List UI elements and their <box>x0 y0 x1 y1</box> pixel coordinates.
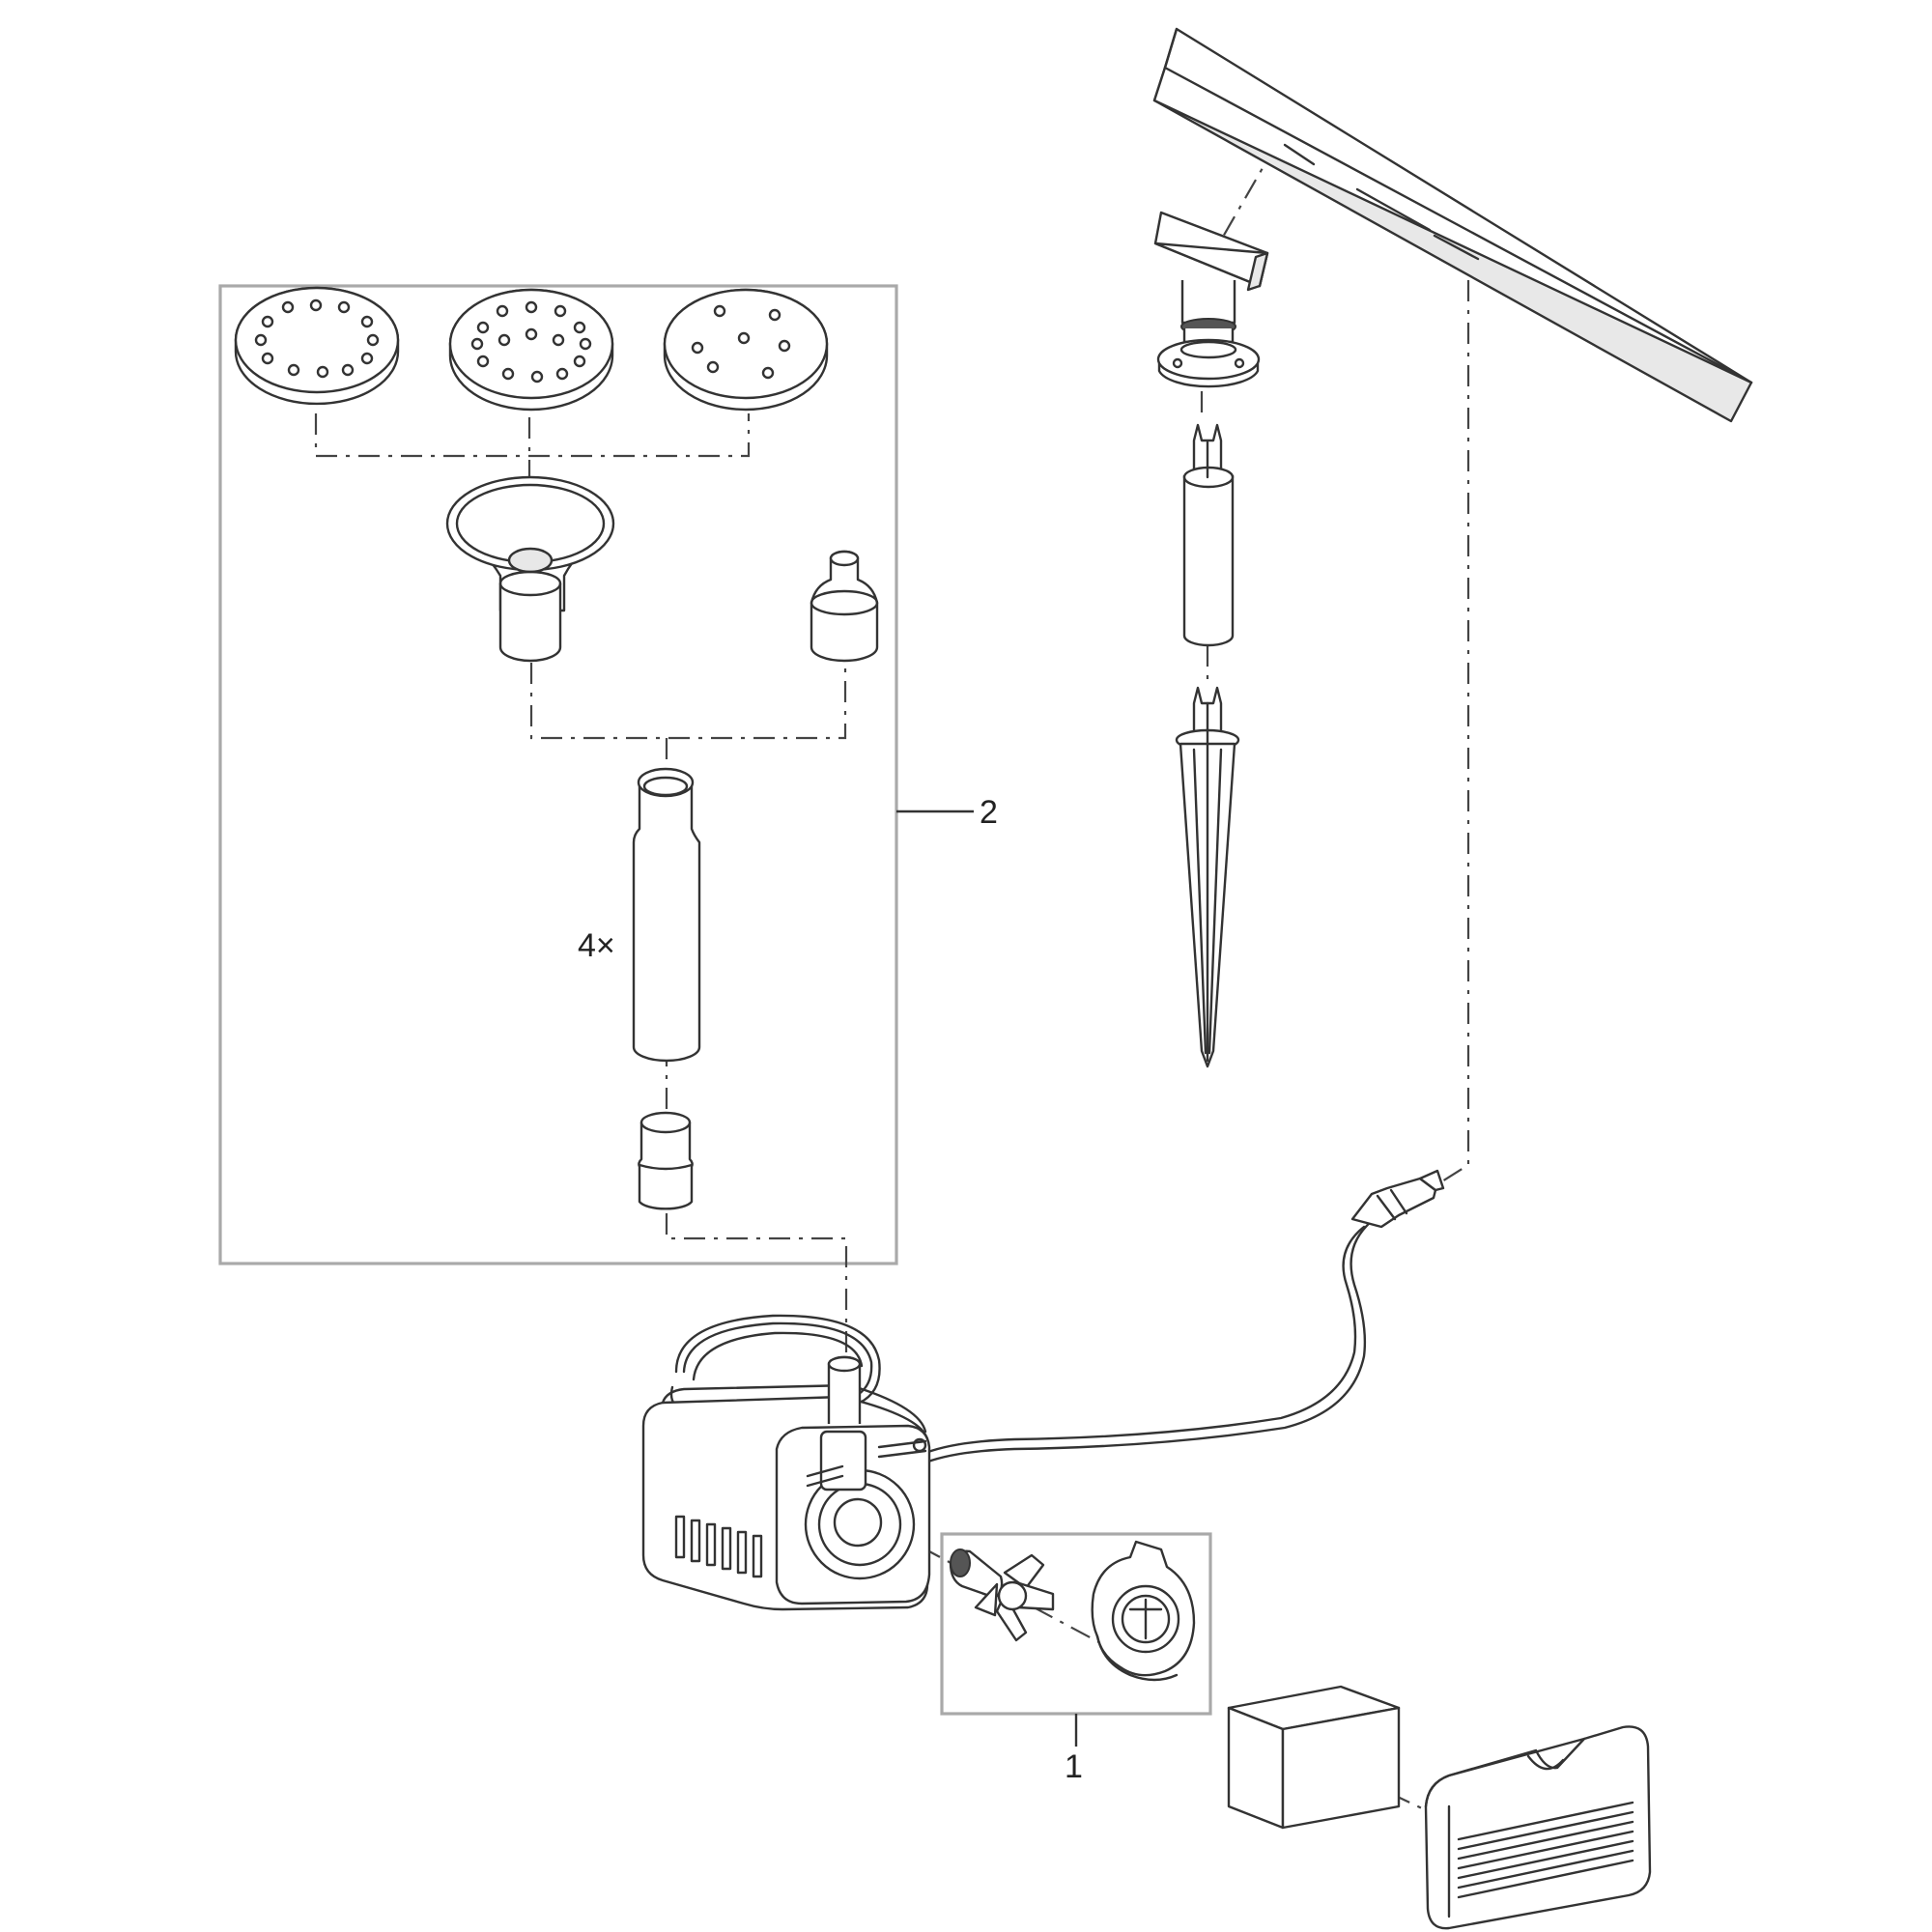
impeller <box>949 1548 1055 1642</box>
nozzle-disc-1 <box>234 286 400 406</box>
small-adapter <box>810 550 879 663</box>
power-cable <box>923 1169 1445 1464</box>
bell-nozzle <box>445 475 615 663</box>
callout-label-impeller-set: 1 <box>1065 1748 1083 1785</box>
callout-label-extension-qty: 4× <box>578 927 615 964</box>
tube-connector <box>638 1111 694 1210</box>
panel-mount <box>1153 211 1269 388</box>
nozzle-set-frame <box>218 284 898 1265</box>
impeller-cover <box>1091 1540 1196 1682</box>
extension-tube <box>632 767 701 1063</box>
callout-label-nozzle-set: 2 <box>980 794 998 831</box>
stake-extension <box>1182 423 1235 647</box>
nozzle-disc-2 <box>448 288 614 412</box>
filter-cover <box>1424 1725 1652 1930</box>
pump-unit <box>641 1314 931 1611</box>
ground-spike <box>1175 686 1240 1068</box>
solar-panel <box>1152 27 1753 423</box>
filter-sponge <box>1227 1685 1401 1830</box>
nozzle-disc-3 <box>663 288 829 412</box>
